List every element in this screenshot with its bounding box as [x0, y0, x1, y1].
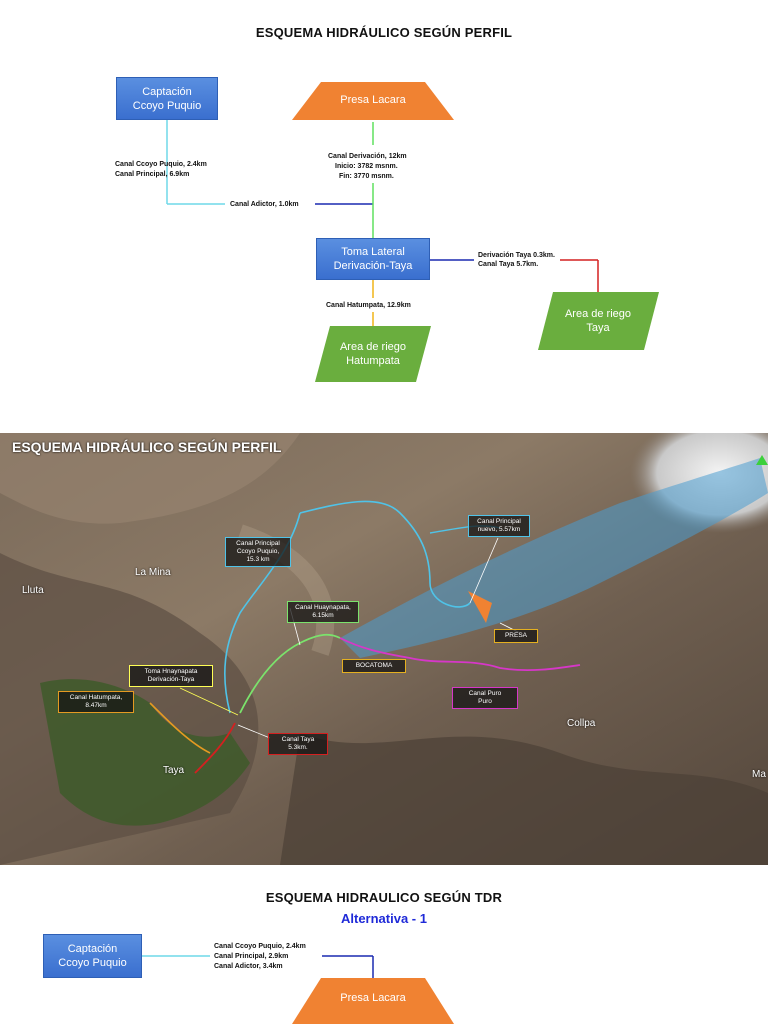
map-label-presa: PRESA — [494, 629, 538, 643]
map-label-principal-ccoyo: Canal Principal Ccoyo Puquio, 15.3 km — [225, 537, 291, 567]
map-label-taya: Canal Taya 5.3km. — [268, 733, 328, 755]
place-lluta: Lluta — [22, 585, 44, 596]
area-hatumpata-label: Area de riego Hatumpata — [339, 341, 407, 367]
tdr-label-canal-ccoyo: Canal Ccoyo Puquio, 2.4km — [214, 943, 306, 950]
diagram-title: ESQUEMA HIDRÁULICO SEGÚN PERFIL — [255, 25, 513, 40]
tdr-label-canal-adictor: Canal Adictor, 3.4km — [214, 963, 283, 970]
tdr-captacion-box: Captación Ccoyo Puquio — [43, 934, 142, 978]
map-label-bocatoma: BOCATOMA — [342, 659, 406, 673]
presa-marker — [468, 591, 492, 623]
captacion-box: Captación Ccoyo Puquio — [116, 77, 218, 120]
place-ma: Ma — [752, 769, 766, 780]
tdr-label-canal-principal: Canal Principal, 2.9km — [214, 953, 289, 960]
label-derivacion-taya: Derivación Taya 0.3km. — [478, 252, 555, 259]
area-hatumpata-shape — [315, 326, 431, 382]
area-taya-label: Area de riego Taya — [564, 308, 632, 334]
satellite-map: ESQUEMA HIDRÁULICO SEGÚN PERFIL Canal Pr… — [0, 433, 768, 865]
map-label-toma: Toma Hnaynapata Derivación-Taya — [129, 665, 213, 687]
label-inicio: Inicio: 3782 msnm. — [335, 163, 398, 170]
place-taya: Taya — [163, 765, 185, 776]
tdr-presa-label: Presa Lacara — [340, 992, 406, 1004]
map-label-puro: Canal Puro Puro — [452, 687, 518, 709]
map-title: ESQUEMA HIDRÁULICO SEGÚN PERFIL — [12, 439, 282, 455]
presa-label: Presa Lacara — [340, 94, 406, 106]
tdr-subtitle: Alternativa - 1 — [341, 911, 427, 926]
tdr-title: ESQUEMA HIDRAULICO SEGÚN TDR — [265, 890, 503, 905]
presa-shape — [292, 82, 454, 120]
label-canal-ccoyo: Canal Ccoyo Puquio, 2.4km — [115, 161, 207, 168]
label-canal-taya: Canal Taya 5.7km. — [478, 261, 539, 268]
diagram-connectors — [166, 82, 659, 382]
label-canal-adictor: Canal Adictor, 1.0km — [230, 201, 299, 208]
toma-lateral-box: Toma Lateral Derivación-Taya — [316, 238, 430, 280]
tdr-connectors — [142, 955, 454, 1024]
map-label-principal-nuevo: Canal Principal nuevo, 5.57km — [468, 515, 530, 537]
label-fin: Fin: 3770 msnm. — [339, 173, 394, 180]
map-terrain — [0, 433, 768, 865]
area-taya-shape — [538, 292, 659, 350]
label-canal-hatumpata: Canal Hatumpata, 12.9km — [326, 302, 411, 309]
label-canal-derivacion: Canal Derivación, 12km — [328, 153, 407, 160]
place-la-mina: La Mina — [135, 567, 171, 578]
map-label-huaynapata: Canal Huaynapata, 6.15km — [287, 601, 359, 623]
label-canal-principal: Canal Principal, 6.9km — [115, 171, 190, 178]
map-label-hatumpata: Canal Hatumpata, 8.47km — [58, 691, 134, 713]
place-collpa: Collpa — [567, 718, 596, 729]
